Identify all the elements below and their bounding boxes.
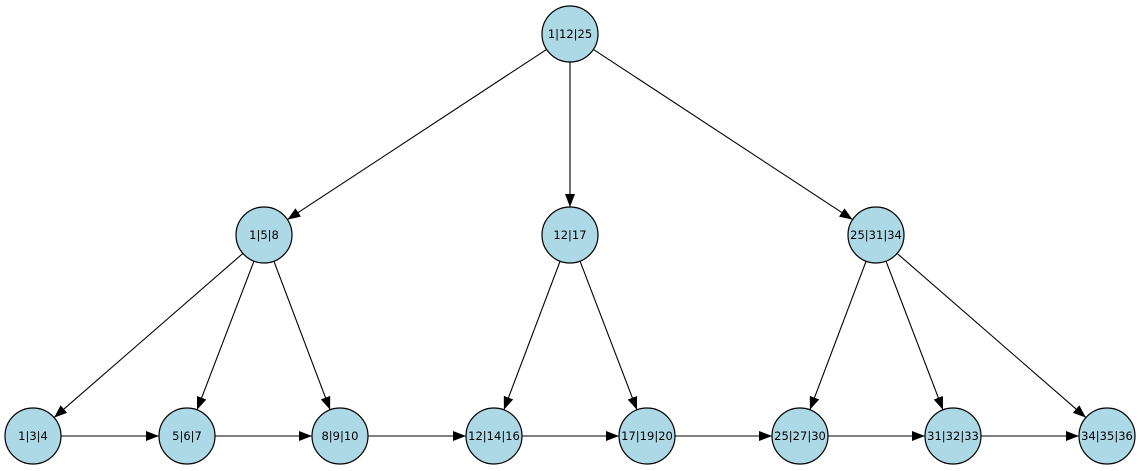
edge-i2-l4 — [503, 261, 561, 410]
edge-i3-l8 — [896, 252, 1087, 419]
node-circle — [465, 407, 523, 465]
node-l4: 12|14|16 — [465, 407, 523, 465]
node-i3: 25|31|34 — [847, 206, 905, 264]
node-circle — [541, 206, 599, 264]
edges-layer — [53, 48, 1087, 441]
node-l3: 8|9|10 — [311, 407, 369, 465]
node-circle — [158, 407, 216, 465]
node-l8: 34|35|36 — [1078, 407, 1136, 465]
node-label: 34|35|36 — [1081, 429, 1133, 443]
node-circle — [311, 407, 369, 465]
node-l5: 17|19|20 — [618, 407, 676, 465]
node-l1: 1|3|4 — [4, 407, 62, 465]
node-label: 25|31|34 — [850, 228, 902, 242]
node-circle — [847, 206, 905, 264]
node-label: 8|9|10 — [321, 429, 358, 443]
node-label: 5|6|7 — [172, 429, 202, 443]
edge-i1-l1 — [53, 252, 244, 419]
node-circle — [235, 206, 293, 264]
node-circle — [541, 5, 599, 63]
edge-i2-l5 — [579, 260, 638, 411]
node-label: 12|14|16 — [468, 429, 520, 443]
node-label: 12|17 — [553, 228, 586, 242]
edge-root-i1 — [287, 48, 547, 221]
node-circle — [1078, 407, 1136, 465]
node-root: 1|12|25 — [541, 5, 599, 63]
nodes-layer: 1|12|25 1|5|8 12|17 25|31|34 1|3|4 5|6|7 8|9|1… — [4, 5, 1136, 465]
node-circle — [924, 407, 982, 465]
node-circle — [771, 407, 829, 465]
node-label: 1|5|8 — [249, 228, 279, 242]
node-i1: 1|5|8 — [235, 206, 293, 264]
edge-i1-l2 — [196, 260, 255, 411]
node-label: 1|12|25 — [548, 27, 592, 41]
node-label: 31|32|33 — [927, 429, 979, 443]
edge-i1-l3 — [273, 261, 331, 410]
node-i2: 12|17 — [541, 206, 599, 264]
node-l2: 5|6|7 — [158, 407, 216, 465]
node-label: 25|27|30 — [774, 429, 826, 443]
node-l6: 25|27|30 — [771, 407, 829, 465]
node-l7: 31|32|33 — [924, 407, 982, 465]
node-circle — [4, 407, 62, 465]
edge-root-i3 — [593, 48, 853, 221]
edge-i3-l7 — [885, 260, 944, 411]
node-circle — [618, 407, 676, 465]
edge-i3-l6 — [809, 261, 867, 410]
node-label: 1|3|4 — [18, 429, 48, 443]
node-label: 17|19|20 — [621, 429, 673, 443]
